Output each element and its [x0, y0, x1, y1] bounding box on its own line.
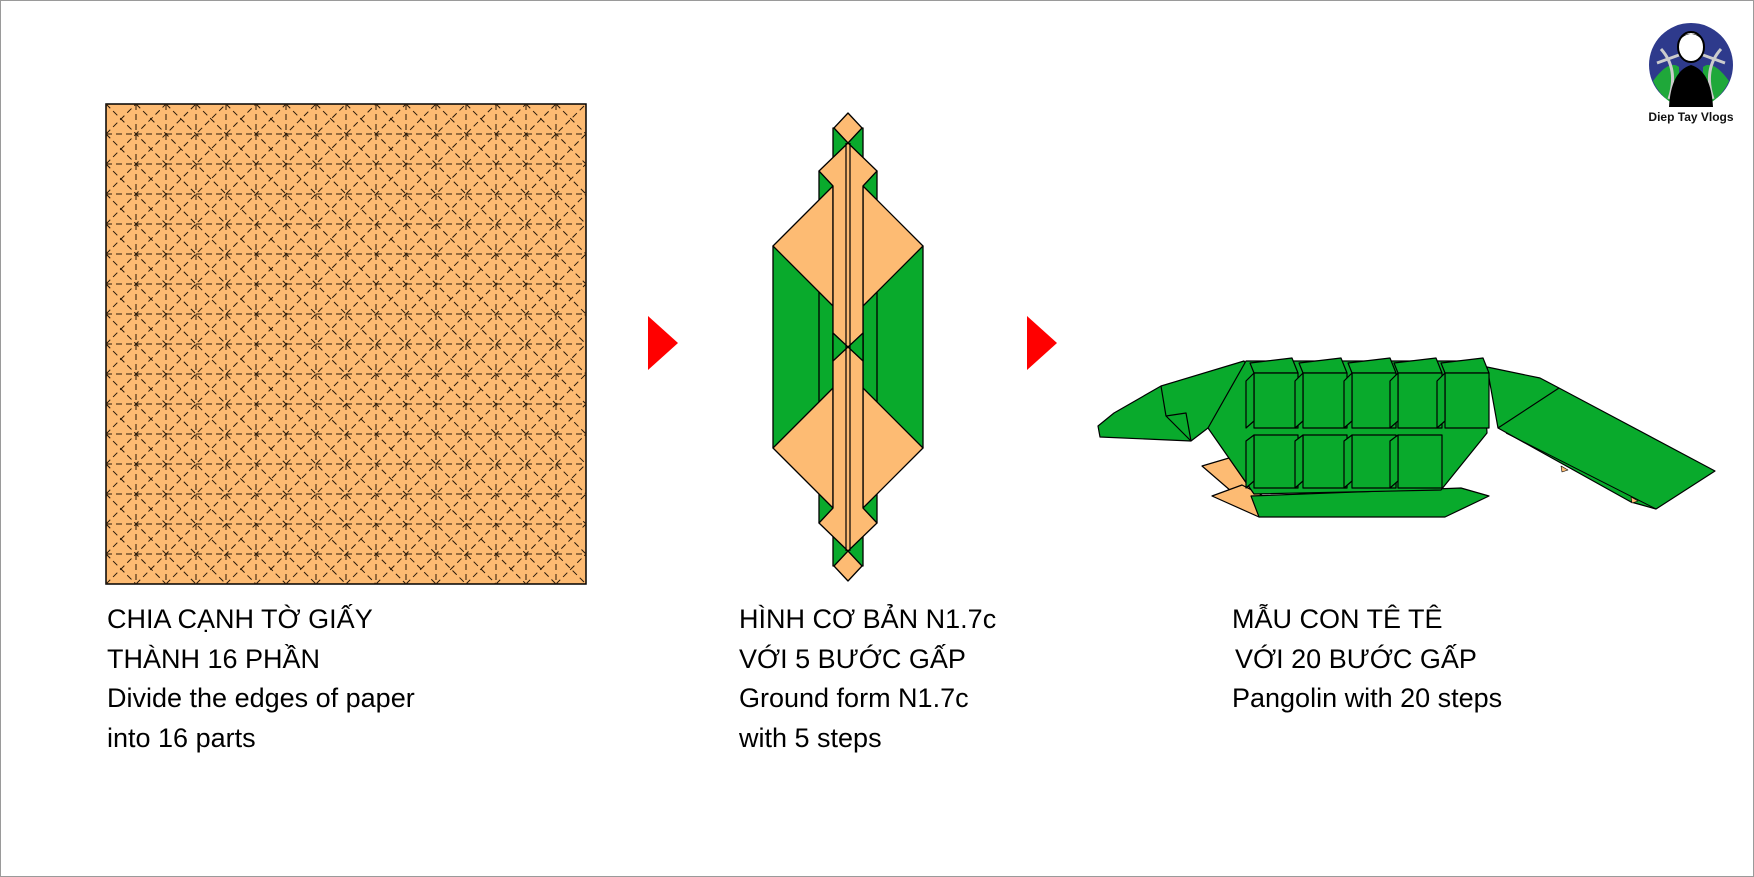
crease-line — [525, 103, 587, 165]
crease-line — [135, 133, 587, 585]
crease-line — [105, 103, 347, 345]
crease-line — [105, 163, 527, 585]
crease-line — [405, 103, 587, 285]
crease-line — [255, 253, 587, 585]
scale-side — [1245, 434, 1255, 489]
crease-line — [105, 343, 347, 585]
crease-line — [465, 463, 587, 585]
crease-line — [165, 103, 587, 525]
crease-line — [255, 103, 587, 435]
step-2-caption: HÌNH CƠ BẢN N1.7c VỚI 5 BƯỚC GẤP Ground … — [739, 600, 996, 758]
step-3-caption: MẪU CON TÊ TÊ VỚI 20 BƯỚC GẤP Pangolin w… — [1232, 600, 1502, 719]
crease-line — [105, 103, 527, 525]
pangolin-tail — [1486, 366, 1716, 510]
caption-line: MẪU CON TÊ TÊ — [1232, 604, 1443, 634]
scale-block — [1253, 434, 1299, 489]
logo-avatar-icon — [1649, 23, 1733, 107]
logo-text: Diep Tay Vlogs — [1648, 110, 1734, 124]
scale-block — [1302, 372, 1348, 429]
scale-side — [1343, 434, 1353, 489]
crease-line — [285, 103, 587, 405]
scale-block — [1302, 434, 1348, 489]
scale-block — [1397, 434, 1443, 489]
bottom-diamond — [833, 550, 863, 582]
scale-top — [1347, 357, 1397, 374]
crease-line — [105, 133, 557, 585]
caption-line: Divide the edges of paper — [107, 683, 415, 713]
caption-line: HÌNH CƠ BẢN N1.7c — [739, 604, 997, 634]
crease-line — [135, 103, 587, 555]
crease-line — [405, 403, 587, 585]
crease-line — [315, 103, 587, 375]
scale-top — [1393, 357, 1443, 374]
caption-line: VỚI 5 BƯỚC GẤP — [739, 643, 966, 674]
scale-side — [1294, 372, 1304, 429]
green-center-triangle-left — [832, 332, 849, 362]
scale-block — [1444, 372, 1490, 429]
caption-line: THÀNH 16 PHẦN — [107, 643, 321, 674]
crease-line — [555, 553, 587, 585]
crease-line — [495, 103, 587, 195]
scale-block — [1253, 372, 1299, 429]
pangolin-model — [1097, 357, 1716, 518]
scale-side — [1436, 372, 1446, 429]
caption-line: with 5 steps — [739, 722, 882, 753]
scale-side — [1389, 372, 1399, 429]
scale-side — [1389, 434, 1399, 489]
crease-line — [195, 103, 587, 495]
crease-line — [165, 163, 587, 585]
crease-line — [315, 313, 587, 585]
scale-block — [1397, 372, 1443, 429]
crease-line — [345, 343, 587, 585]
arrow-right-icon — [1027, 316, 1057, 370]
scale-top — [1249, 357, 1299, 374]
crease-line — [345, 103, 587, 345]
crease-line — [105, 103, 587, 585]
crease-pattern-square — [105, 103, 587, 585]
caption-line: Pangolin with 20 steps — [1232, 683, 1503, 713]
crease-line — [105, 103, 557, 555]
crease-line — [435, 433, 587, 585]
crease-line — [555, 103, 587, 135]
scale-side — [1294, 434, 1304, 489]
scale-top — [1440, 357, 1490, 374]
crease-line — [105, 433, 257, 585]
crease-line — [435, 103, 587, 255]
scale-side — [1343, 372, 1353, 429]
crease-line — [465, 103, 587, 225]
crease-line — [525, 523, 587, 585]
caption-line: VỚI 20 BƯỚC GẤP — [1235, 643, 1477, 674]
arrow-right-icon — [648, 316, 678, 370]
scale-top — [1298, 357, 1348, 374]
base-form-n17c — [772, 112, 924, 582]
caption-line: into 16 parts — [107, 722, 256, 753]
step-1-caption: CHIA CẠNH TỜ GIẤY THÀNH 16 PHẦN Divide t… — [107, 600, 415, 758]
caption-line: CHIA CẠNH TỜ GIẤY — [107, 604, 373, 634]
caption-line: Ground form N1.7c — [739, 683, 969, 713]
crease-line — [105, 103, 257, 255]
top-diamond — [833, 112, 863, 144]
crease-line — [105, 103, 587, 585]
crease-line — [495, 493, 587, 585]
crease-line — [285, 283, 587, 585]
channel-logo: Diep Tay Vlogs — [1639, 19, 1743, 131]
scale-side — [1245, 372, 1255, 429]
crease-line — [195, 193, 587, 585]
green-center-triangle-right — [847, 332, 864, 362]
